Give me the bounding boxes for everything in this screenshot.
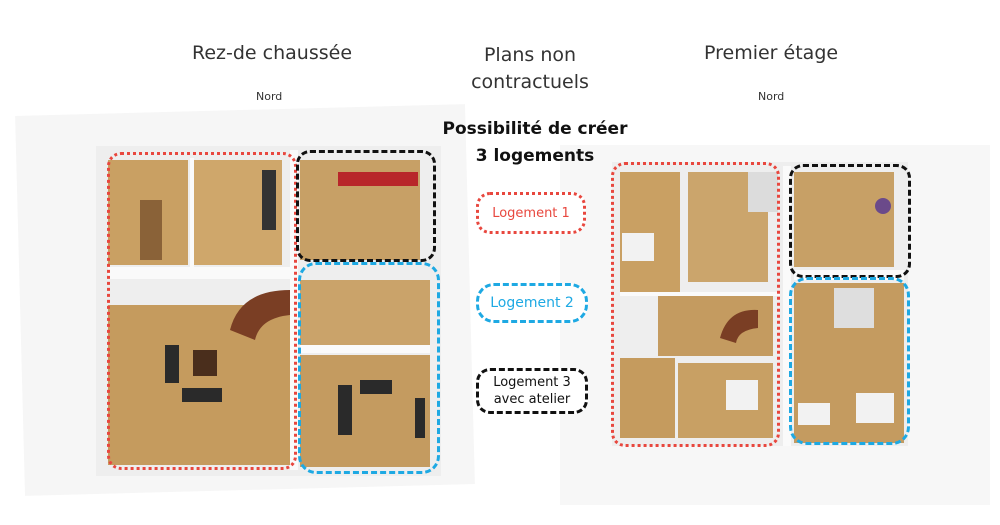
bath-room	[748, 172, 778, 212]
first-floor-title: Premier étage	[704, 42, 839, 64]
sofa-1	[165, 345, 179, 383]
legend-unit-3-line-2: avec atelier	[493, 392, 571, 407]
zone-unit-1-ground	[107, 152, 297, 470]
bed-2	[726, 380, 758, 410]
disclaimer-line-2: contractuels	[471, 71, 589, 93]
ground-floor-plan	[96, 146, 441, 476]
zone-unit-2-ground	[298, 262, 440, 474]
possibility-line-1: Possibilité de créer	[442, 119, 628, 139]
kitchen-counter	[262, 170, 276, 230]
unit3-room	[794, 172, 894, 267]
legend-unit-2: Logement 2	[476, 283, 588, 323]
sofa-2	[182, 388, 222, 402]
legend-unit-1: Logement 1	[476, 192, 586, 234]
possibility-line-2: 3 logements	[475, 146, 595, 166]
dining-table	[140, 200, 162, 260]
living-room	[108, 305, 290, 465]
bathroom-2	[834, 288, 874, 328]
legend-unit-3-line-1: Logement 3	[493, 375, 571, 390]
bed-4	[798, 403, 830, 425]
bedroom-1	[620, 172, 680, 292]
north-label-left: Nord	[256, 90, 283, 103]
staircase-upper	[720, 309, 758, 343]
staircase	[230, 290, 290, 340]
possibility-heading: Possibilité de créer 3 logements	[420, 116, 650, 170]
disclaimer: Plans non contractuels	[460, 42, 600, 96]
legend-unit-3: Logement 3 avec atelier	[476, 368, 588, 414]
zone-unit-3-ground	[296, 150, 436, 262]
workshop-shelves	[338, 172, 418, 186]
first-floor-plan	[612, 162, 908, 446]
lounge-room	[300, 355, 430, 467]
coffee-table	[193, 350, 217, 376]
north-label-right: Nord	[758, 90, 785, 103]
zone-unit-2-first	[789, 277, 910, 445]
disclaimer-line-1: Plans non	[483, 44, 577, 66]
sofa-3	[338, 385, 352, 435]
tv-unit	[415, 398, 425, 438]
zone-unit-3-first	[789, 164, 911, 278]
stair-landing	[300, 280, 430, 345]
bedroom-3	[620, 358, 675, 438]
round-rug	[875, 198, 891, 214]
ground-floor-title: Rez-de chaussée	[192, 42, 353, 64]
bed-1	[622, 233, 654, 261]
sofa-4	[360, 380, 392, 394]
zone-unit-1-first	[611, 162, 780, 447]
bed-3	[856, 393, 894, 423]
